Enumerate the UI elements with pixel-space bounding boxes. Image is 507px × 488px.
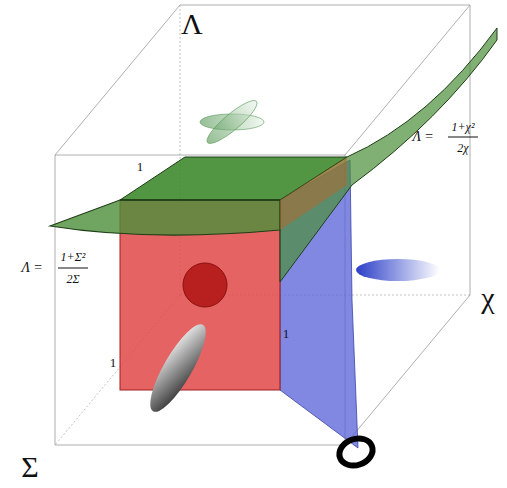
green-cross-ellipses <box>200 95 264 148</box>
blue-ellipse <box>356 259 440 281</box>
axis-label: Λ <box>181 9 203 39</box>
green-left-sheet <box>50 200 280 235</box>
axis-label: Σ <box>21 452 38 482</box>
green-right-sheet <box>280 28 497 282</box>
formula-denominator: 2Σ <box>64 273 81 285</box>
red-circle <box>183 263 227 307</box>
overlap-patch <box>280 157 347 230</box>
formula-lhs: Λ = <box>412 130 433 144</box>
formula-denominator: 2χ <box>457 142 468 154</box>
black-ring <box>336 434 377 470</box>
tick-label: 1 <box>110 356 117 369</box>
formula-numerator: 1+Σ² <box>59 251 88 263</box>
grey-ellipse <box>141 318 215 419</box>
tick-label: 1 <box>137 160 144 173</box>
axis-label: χ <box>481 283 494 313</box>
fraction-bar <box>448 137 478 138</box>
fraction-bar <box>58 268 88 269</box>
formula-numerator: 1+χ² <box>452 121 475 133</box>
formula-lhs: Λ = <box>19 261 44 275</box>
tick-label: 1 <box>283 327 290 340</box>
